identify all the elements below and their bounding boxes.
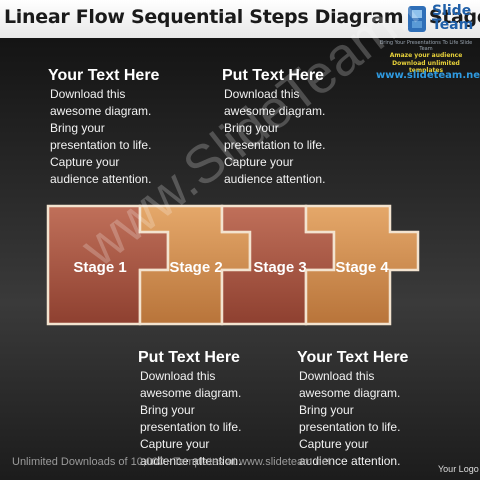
text-line: presentation to life. bbox=[224, 138, 326, 152]
text-line: Download this bbox=[299, 369, 375, 383]
logo-word-1: Slide bbox=[432, 3, 472, 19]
text-block-3: Put Text Here Download this awesome diag… bbox=[138, 348, 250, 470]
promo-line-2: Download unlimited templates bbox=[392, 60, 460, 74]
text-block-heading: Your Text Here bbox=[297, 349, 409, 366]
text-block-heading: Put Text Here bbox=[222, 67, 324, 84]
stage-2-label: Stage 2 bbox=[169, 259, 222, 276]
text-block-4: Your Text Here Download this awesome dia… bbox=[297, 348, 409, 470]
text-line: awesome diagram. bbox=[50, 104, 152, 118]
footer-text: Unlimited Downloads of 10,000+ Templates… bbox=[12, 456, 331, 468]
text-line: audience attention. bbox=[299, 454, 401, 468]
stage-1-block[interactable]: Stage 1 bbox=[46, 204, 170, 326]
logo-wordmark: Slide Team bbox=[432, 4, 473, 32]
text-line: awesome diagram. bbox=[140, 386, 242, 400]
text-line: Download this bbox=[224, 87, 300, 101]
text-block-body: Download this awesome diagram. Bring you… bbox=[50, 86, 160, 188]
text-block-body: Download this awesome diagram. Bring you… bbox=[299, 368, 409, 470]
text-line: Capture your bbox=[299, 437, 369, 451]
logo-tagline: Bring Your Presentations To Life Slide T… bbox=[379, 40, 473, 52]
text-line: audience attention. bbox=[224, 172, 326, 186]
text-line: Bring your bbox=[50, 121, 105, 135]
text-line: audience attention. bbox=[140, 454, 242, 468]
text-line: Capture your bbox=[140, 437, 210, 451]
text-line: presentation to life. bbox=[50, 138, 152, 152]
text-block-body: Download this awesome diagram. Bring you… bbox=[140, 368, 250, 470]
text-block-heading: Your Text Here bbox=[48, 67, 160, 84]
promo-line-1: Amaze your audience bbox=[389, 52, 463, 59]
text-block-1: Your Text Here Download this awesome dia… bbox=[48, 66, 160, 188]
text-line: Download this bbox=[50, 87, 126, 101]
stage-3-label: Stage 3 bbox=[253, 259, 306, 276]
text-block-body: Download this awesome diagram. Bring you… bbox=[224, 86, 334, 188]
promo-url-link[interactable]: www.slideteam.net bbox=[376, 70, 480, 81]
stage-4-label: Stage 4 bbox=[335, 259, 389, 276]
text-line: Bring your bbox=[140, 403, 195, 417]
text-line: presentation to life. bbox=[299, 420, 401, 434]
title-bar bbox=[0, 0, 480, 38]
text-line: Download this bbox=[140, 369, 216, 383]
slideteam-logo-icon bbox=[408, 6, 426, 32]
logo-placeholder: Your Logo bbox=[438, 464, 479, 474]
text-line: Capture your bbox=[50, 155, 120, 169]
text-block-heading: Put Text Here bbox=[138, 349, 240, 366]
text-line: presentation to life. bbox=[140, 420, 242, 434]
text-line: Bring your bbox=[299, 403, 354, 417]
brand-block: Slide Team Bring Your Presentations To L… bbox=[376, 2, 480, 82]
text-line: Bring your bbox=[224, 121, 279, 135]
page-title: Linear Flow Sequential Steps Diagram 4 S… bbox=[4, 6, 480, 28]
text-line: Capture your bbox=[224, 155, 294, 169]
text-line: awesome diagram. bbox=[299, 386, 401, 400]
text-block-2: Put Text Here Download this awesome diag… bbox=[222, 66, 334, 188]
stage-1-label: Stage 1 bbox=[73, 259, 126, 276]
logo-word-2: Team bbox=[432, 17, 474, 33]
text-line: awesome diagram. bbox=[224, 104, 326, 118]
stage-4-block[interactable]: Stage 4 bbox=[304, 204, 420, 326]
text-line: audience attention. bbox=[50, 172, 152, 186]
